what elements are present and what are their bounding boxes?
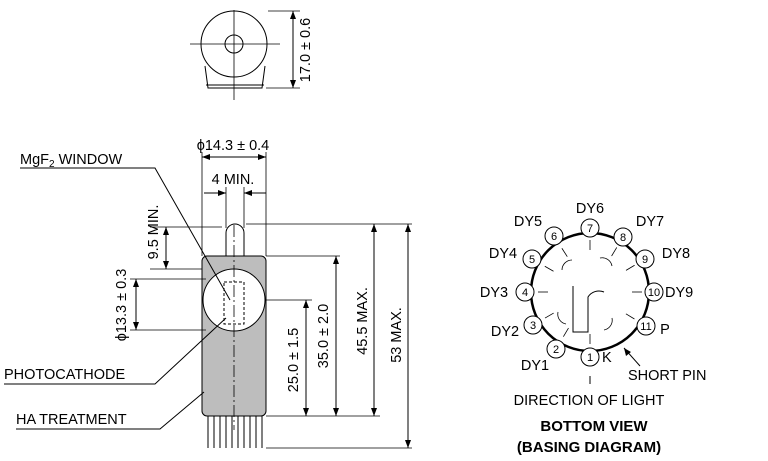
pin-circle (613, 227, 633, 247)
pin-tick (544, 312, 554, 319)
pin-label: DY4 (489, 246, 517, 262)
pin-8: 8 DY7 (611, 214, 664, 257)
diameter-label: ϕ14.3 ± 0.4 (197, 138, 270, 154)
max-length-label: 45.5 MAX. (355, 287, 371, 355)
base-circle (529, 231, 651, 353)
pin-number: 2 (553, 344, 559, 356)
pin-3: 3 DY2 (491, 312, 554, 340)
pin-circle (544, 226, 564, 246)
electrode-structure (572, 286, 605, 333)
photocathode-callout: PHOTOCATHODE (4, 367, 125, 383)
pin-circle (523, 315, 543, 335)
pin-tick (611, 247, 618, 257)
pin-11: 11 P (625, 313, 670, 338)
pin-number: 8 (620, 232, 626, 244)
pin-7: 7 DY6 (576, 201, 604, 250)
pin-number: 10 (648, 287, 660, 299)
total-max-label: 53 MAX. (389, 307, 405, 363)
pin-label: DY6 (576, 201, 604, 217)
pin-label: DY1 (521, 358, 549, 374)
pin-tick (625, 264, 635, 271)
pin-label: DY8 (662, 246, 690, 262)
ha-treatment-callout: HA TREATMENT (16, 412, 127, 428)
window-center-label: 25.0 ± 1.5 (286, 328, 302, 392)
pin-circle (580, 347, 600, 367)
top-view: 17.0 ± 0.6 (190, 10, 314, 100)
pin-number: 6 (551, 231, 557, 243)
pin-label: DY7 (636, 214, 664, 230)
window-diameter-label: ϕ13.3 ± 0.3 (114, 269, 130, 342)
pin-tick (544, 265, 554, 272)
pin-number: 9 (642, 254, 648, 266)
pin-number: 11 (640, 321, 651, 333)
pin-circle (580, 218, 600, 238)
pin-tick (561, 248, 568, 257)
pin-label: DY9 (665, 285, 693, 301)
window-callout: MgF2 WINDOW (20, 152, 123, 170)
pin-4: 4 DY3 (480, 282, 548, 302)
side-view: ϕ14.3 ± 0.4 4 MIN. (4, 138, 412, 449)
top-view-base (204, 65, 266, 89)
pin-tick (563, 327, 569, 337)
top-height-label: 17.0 ± 0.6 (298, 18, 314, 82)
pin-10: 10 DY9 (632, 282, 693, 302)
pin-6: 6 DY5 (514, 214, 568, 257)
pin-number: 1 (587, 352, 593, 364)
photocathode-leader (4, 317, 227, 385)
pin-circle (636, 316, 656, 336)
pin-5: 5 DY4 (489, 246, 554, 272)
pin-number: 5 (529, 254, 535, 266)
top-pin (225, 223, 245, 256)
pin-circle (635, 249, 655, 269)
basing-diagram-subtitle: (BASING DIAGRAM) (517, 439, 661, 456)
direction-of-light-label: DIRECTION OF LIGHT (514, 393, 665, 409)
pin-label: P (660, 322, 670, 338)
base-pins (207, 416, 263, 448)
window-leader (20, 167, 231, 301)
pin-label: K (602, 350, 612, 366)
pin-circle (546, 339, 566, 359)
short-pin-label: SHORT PIN (628, 368, 706, 384)
pin-circle (522, 249, 542, 269)
min-width-label: 4 MIN. (212, 172, 255, 188)
pin-label: DY2 (491, 324, 519, 340)
pin-min-label: 9.5 MIN. (146, 205, 162, 260)
pin-label: DY3 (480, 285, 508, 301)
pin-number: 3 (530, 320, 536, 332)
pin-9: 9 DY8 (625, 246, 690, 271)
pin-tick (625, 313, 635, 320)
pin-circle (515, 282, 535, 302)
body-length-label: 35.0 ± 2.0 (316, 304, 332, 368)
pin-number: 4 (522, 287, 528, 299)
pin-number: 7 (587, 223, 593, 235)
pin-circle (644, 282, 664, 302)
pin-label: DY5 (514, 214, 542, 230)
bottom-view-title: BOTTOM VIEW (540, 418, 648, 435)
ha-treatment-leader (16, 391, 205, 430)
